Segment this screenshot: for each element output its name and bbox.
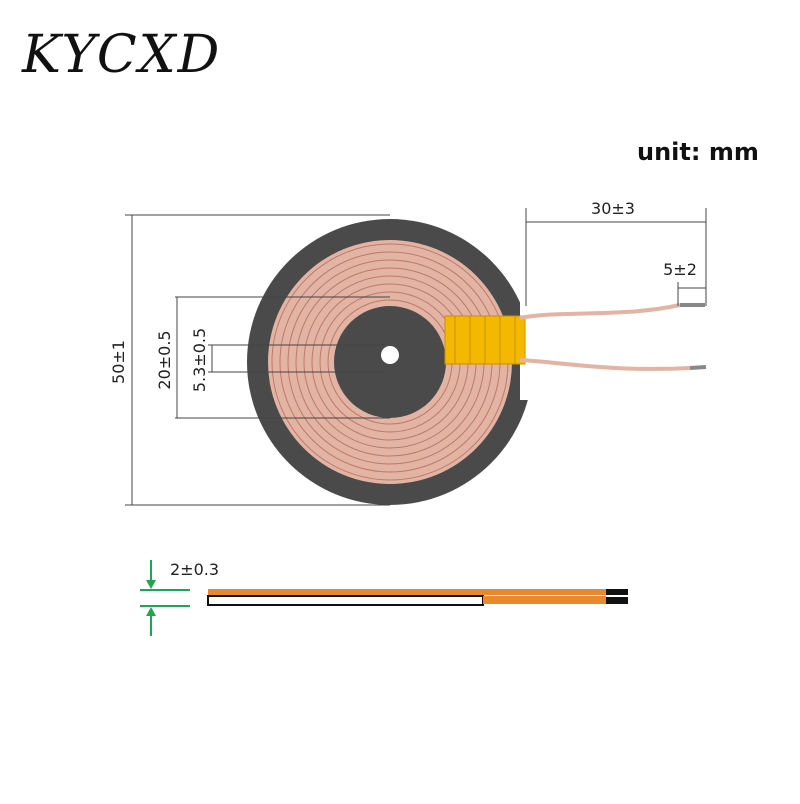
label-lead-length: 30±3 [591, 199, 635, 218]
tape-wraps [454, 316, 516, 364]
side-view [207, 589, 628, 606]
label-coil-inner: 20±0.5 [155, 330, 174, 389]
dim-coil-inner: 20±0.5 [155, 296, 390, 419]
label-lead-tip: 5±2 [663, 260, 697, 279]
dim-thickness: 2±0.3 [140, 560, 219, 636]
label-thickness: 2±0.3 [170, 560, 219, 579]
label-center-hole: 5.3±0.5 [190, 328, 209, 392]
label-outer-diameter: 50±1 [109, 340, 128, 384]
dim-lead-length: 30±3 [525, 199, 707, 306]
brand-logo: KYCXD [21, 25, 221, 85]
dim-center-hole: 5.3±0.5 [190, 328, 385, 392]
dim-lead-tip: 5±2 [663, 260, 707, 306]
copper-coil [268, 240, 512, 484]
dim-outer-diameter: 50±1 [109, 214, 390, 506]
unit-label: unit: mm [637, 138, 759, 166]
lead-wires [519, 303, 707, 371]
